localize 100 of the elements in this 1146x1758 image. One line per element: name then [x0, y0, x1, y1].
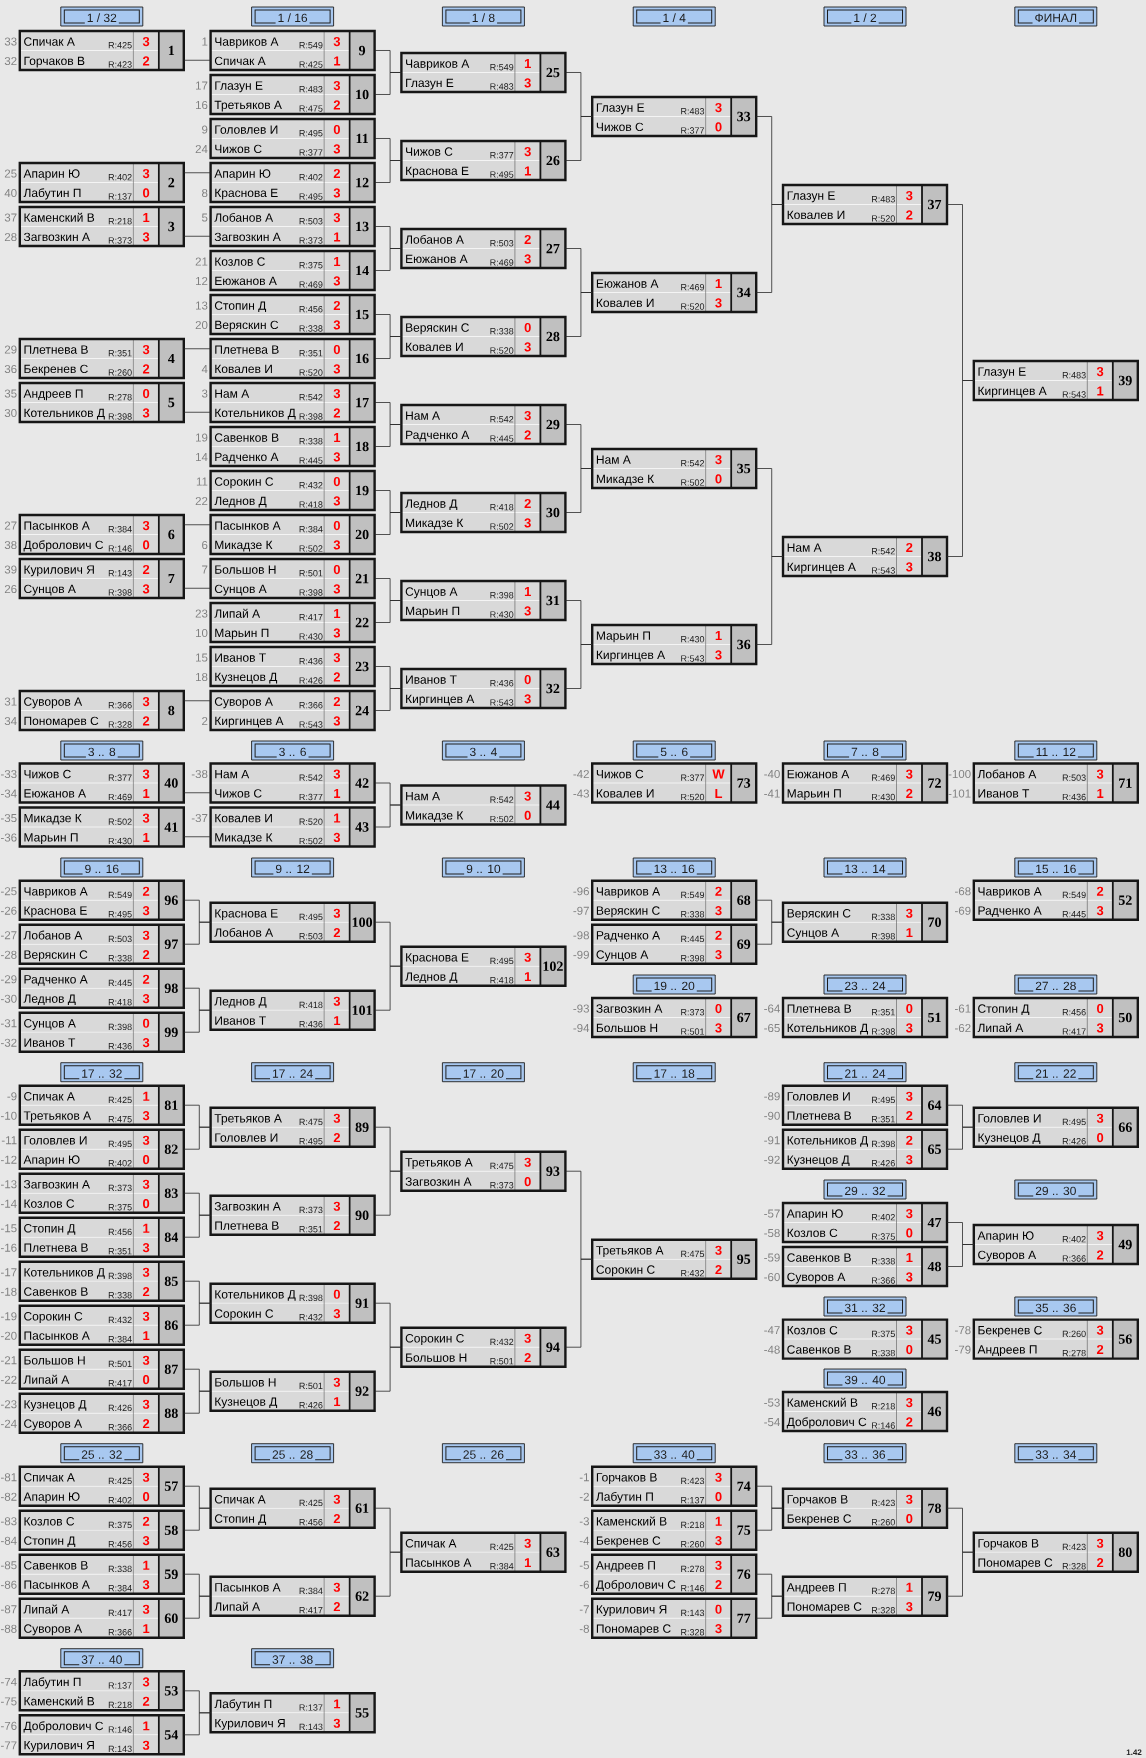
player-name: Котельников Д	[787, 1136, 868, 1147]
score: 2	[1096, 886, 1104, 896]
rating: R:520	[872, 215, 895, 222]
rating: R:469	[490, 259, 514, 266]
match-number: 17	[356, 397, 369, 408]
score: 2	[1096, 1558, 1104, 1568]
seed-number: -31	[1, 1019, 17, 1028]
rating: R:503	[108, 935, 132, 943]
player-name: Андреев П	[23, 389, 83, 401]
player-name: Глазун Е	[596, 103, 645, 115]
seed-number: -88	[1, 1624, 17, 1633]
rating: R:417	[299, 1607, 323, 1614]
score: 3	[715, 950, 722, 960]
player-name: Нам А	[596, 455, 631, 464]
score: 3	[715, 906, 722, 916]
score: 1	[524, 59, 531, 68]
seed-number: 12	[196, 276, 208, 285]
match-number: 51	[928, 1012, 941, 1023]
bracket-line	[183, 1302, 211, 1326]
seed-number: -75	[1, 1697, 17, 1706]
rating: R:436	[299, 658, 323, 665]
player-name: Сунцов А	[214, 584, 267, 596]
seed-number: 21	[195, 257, 208, 266]
bracket-line	[565, 644, 593, 689]
score: 0	[143, 1155, 150, 1165]
score: 3	[715, 1536, 722, 1546]
player-name: Ковалев И	[596, 298, 654, 308]
rating: R:218	[872, 1403, 895, 1410]
bracket-line	[183, 1214, 211, 1238]
rating: R:402	[108, 174, 132, 181]
seed-number: 27	[4, 521, 17, 530]
score: 2	[142, 1696, 150, 1706]
player-name: Козлов С	[215, 257, 265, 266]
seed-number: -96	[573, 887, 589, 896]
score: 1	[334, 1397, 341, 1407]
match-number: 63	[546, 1547, 560, 1557]
player-name: Суворов А	[24, 697, 83, 709]
score: 1	[334, 257, 341, 266]
bracket-line	[565, 468, 593, 513]
match-number: 8	[168, 705, 175, 716]
player-name: Загвозкин А	[214, 1202, 281, 1211]
seed-number: 28	[4, 232, 17, 242]
player-name: Пономарев С	[596, 1624, 671, 1636]
rating: R:483	[1062, 372, 1086, 379]
rating: R:501	[490, 1358, 514, 1365]
bracket-line	[374, 512, 402, 535]
round-header: 9 .. 12	[251, 857, 335, 878]
score: 3	[906, 769, 913, 779]
match-number: 71	[1119, 778, 1132, 788]
bracket-line	[183, 792, 211, 794]
seed-number: -47	[764, 1326, 780, 1335]
rating: R:425	[490, 1543, 514, 1551]
round-header: 35 .. 36	[1014, 1296, 1098, 1317]
player-name: Лобанов А	[23, 930, 83, 940]
score: 2	[333, 1133, 340, 1143]
score: 1	[906, 1582, 913, 1592]
player-name: Котельников Д	[24, 408, 105, 420]
score: 1	[143, 1721, 150, 1731]
score: 1	[334, 813, 341, 823]
rating: R:375	[299, 262, 323, 269]
player-name: Загвозкин А	[23, 1180, 90, 1189]
rating: R:377	[681, 127, 705, 134]
match-number: 58	[164, 1525, 178, 1535]
round-header: 29 .. 32	[823, 1179, 907, 1200]
score: 3	[906, 1208, 913, 1219]
seed-number: 13	[196, 301, 208, 310]
round-header: 1 / 32	[60, 6, 144, 27]
rating: R:432	[490, 1338, 514, 1346]
score: 3	[524, 342, 531, 352]
match-number: 99	[164, 1027, 178, 1037]
match-number: 10	[356, 89, 369, 100]
match-number: 59	[164, 1569, 178, 1579]
match-number: 64	[928, 1100, 942, 1110]
match-number: 14	[356, 265, 369, 276]
player-name: Бекренев С	[24, 364, 88, 376]
player-name: Чавриков А	[596, 887, 661, 898]
match-number: 57	[164, 1481, 178, 1491]
match-number: 56	[1118, 1334, 1132, 1344]
rating: R:351	[872, 1116, 895, 1123]
rating: R:501	[299, 1382, 323, 1390]
player-name: Каменский В	[24, 1696, 95, 1706]
bracket-line	[946, 1551, 975, 1597]
seed-number: -24	[1, 1419, 17, 1428]
rating: R:218	[108, 218, 132, 225]
rating: R:469	[299, 281, 323, 288]
bracket-line	[755, 556, 784, 645]
player-name: Савенков В	[787, 1253, 851, 1262]
player-name: Суворов А	[24, 1419, 83, 1431]
score: 3	[1096, 366, 1104, 377]
match-number: 36	[737, 639, 751, 650]
rating: R:495	[299, 1138, 323, 1145]
rating: R:398	[108, 413, 132, 420]
player-name: Нам А	[406, 411, 440, 420]
round-header: 25 .. 28	[251, 1443, 335, 1464]
rating: R:520	[681, 303, 705, 310]
match-number: 75	[737, 1525, 751, 1535]
match-number: 34	[737, 287, 751, 298]
rating: R:445	[681, 935, 705, 943]
player-name: Савенков В	[787, 1345, 851, 1354]
player-name: Киргинцев А	[406, 694, 475, 706]
